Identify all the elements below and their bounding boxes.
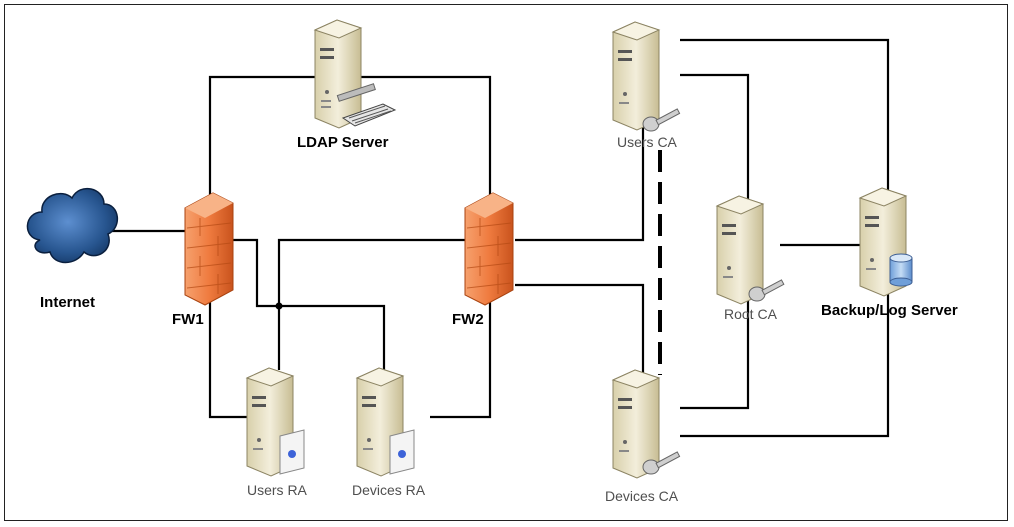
root-ca-server-icon <box>715 195 785 305</box>
link-devices-ca-backup <box>680 290 890 438</box>
internet-label: Internet <box>40 294 96 311</box>
key-icon <box>642 108 681 132</box>
users-ca-server-icon <box>611 21 681 132</box>
link-fw2-users-ra <box>277 238 470 370</box>
link-ldap-fw2 <box>360 75 492 205</box>
fw1-firewall-icon <box>184 192 234 306</box>
database-icon <box>889 253 913 287</box>
devices-ra-server-icon <box>355 367 415 477</box>
connection-lines <box>112 38 890 438</box>
link-fw1-ldap <box>208 75 318 200</box>
backup-log-server-icon <box>858 187 913 297</box>
users-ra-server-icon <box>245 367 305 477</box>
link-fw2-users-ca <box>515 115 645 242</box>
ldap-server-label: LDAP Server <box>297 134 389 151</box>
fw2-label: FW2 <box>452 311 484 328</box>
fw1-label: FW1 <box>172 311 204 328</box>
devices-ca-label: Devices CA <box>605 488 679 504</box>
fw2-firewall-icon <box>464 192 514 306</box>
users-ca-label: Users CA <box>617 134 677 150</box>
internet-cloud-icon <box>26 187 118 264</box>
link-fw1-devices-ra-upper <box>230 238 386 370</box>
junction-dot <box>275 302 283 310</box>
link-fw2-devices-ca <box>515 283 645 378</box>
devices-ca-server-icon <box>611 369 681 479</box>
link-fw1-users-ra <box>208 300 250 419</box>
users-ra-label: Users RA <box>247 482 307 498</box>
certificate-icon <box>279 429 305 475</box>
keyboard-icon <box>336 83 397 127</box>
root-ca-label: Root CA <box>724 306 777 322</box>
link-users-ca-backup <box>680 38 890 195</box>
link-devices-ra-fw2 <box>430 290 492 419</box>
ldap-server-icon <box>313 19 397 129</box>
link-users-ca-root-ca <box>680 73 750 205</box>
backup-log-server-label: Backup/Log Server <box>821 302 958 319</box>
key-icon <box>748 279 785 302</box>
certificate-icon <box>389 429 415 475</box>
link-devices-ca-root-ca <box>680 290 750 410</box>
key-icon <box>642 451 681 475</box>
devices-ra-label: Devices RA <box>352 482 426 498</box>
